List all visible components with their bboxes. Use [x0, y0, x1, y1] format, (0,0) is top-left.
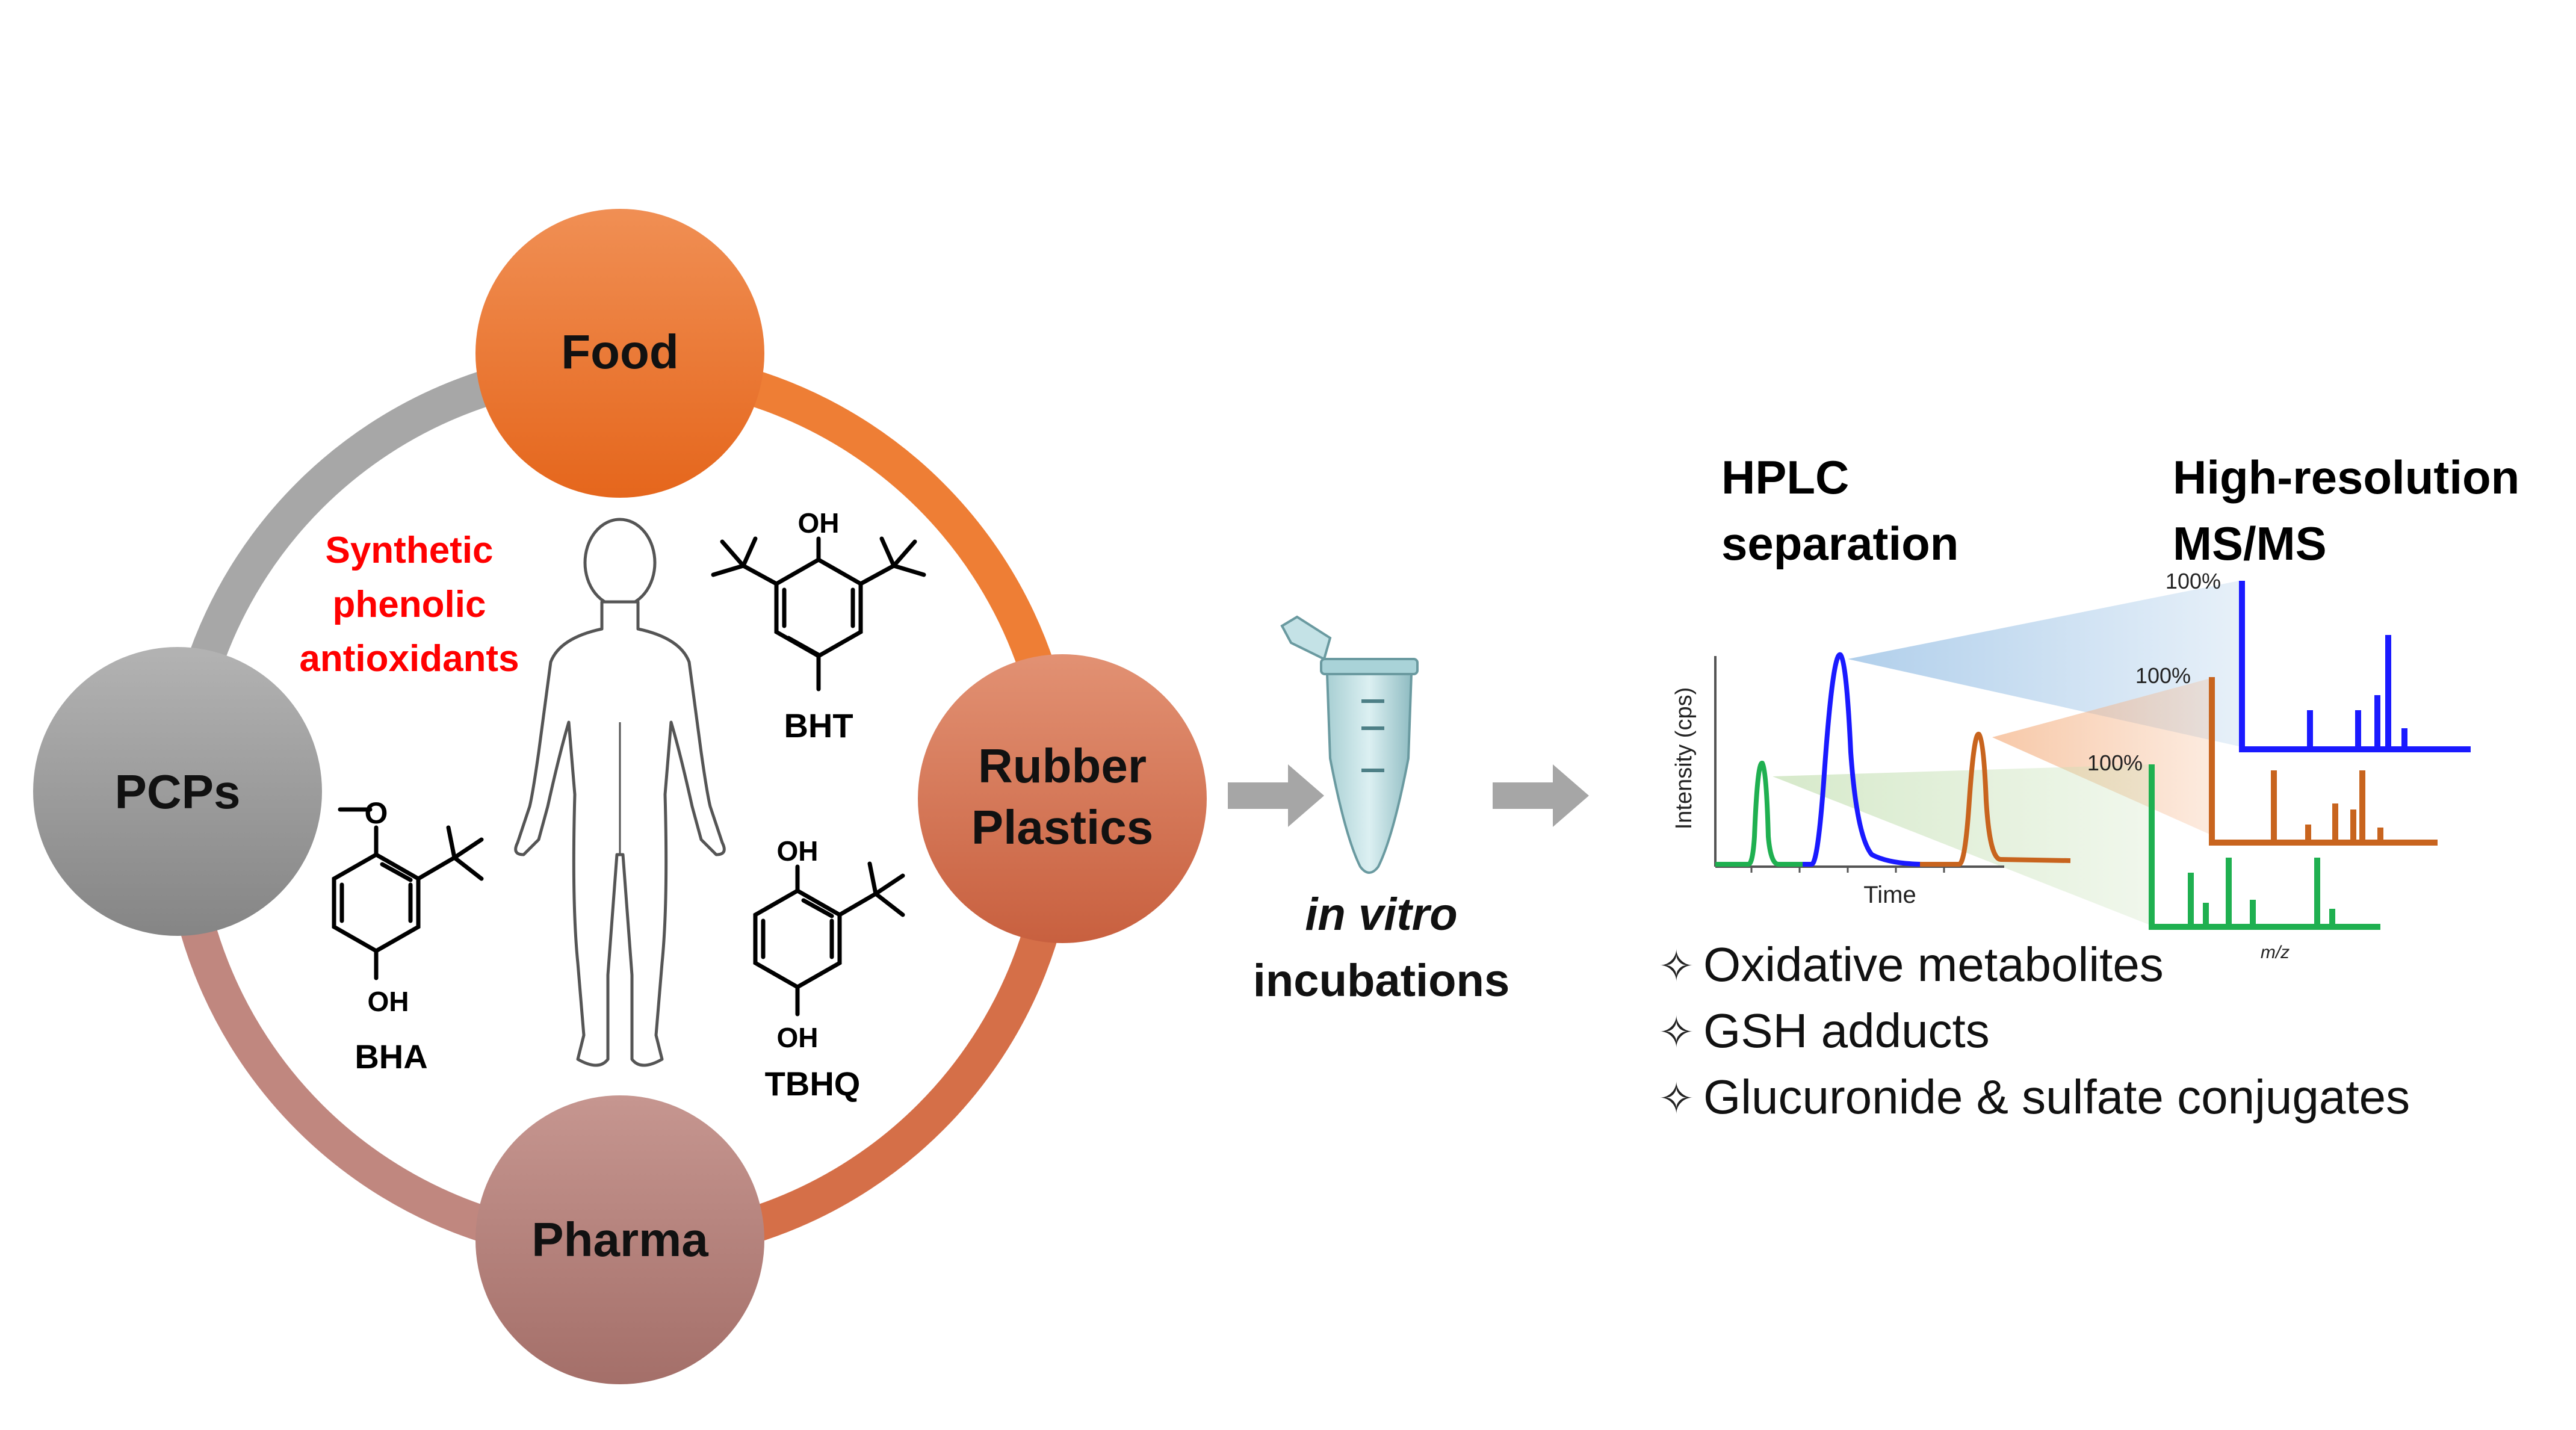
rubber-plastics-node: Rubber Plastics	[918, 654, 1207, 943]
metabolite-list: ✧ Oxidative metabolites ✧ GSH adducts ✧ …	[1658, 938, 2410, 1124]
bht-oh-label: OH	[798, 507, 840, 539]
ms-spectrum-orange	[2209, 677, 2438, 846]
hplc-title-line2: separation	[1721, 517, 1958, 570]
food-label: Food	[561, 325, 678, 379]
incubations-label: incubations	[1253, 955, 1509, 1006]
human-silhouette-icon	[514, 518, 726, 1067]
bha-name: BHA	[355, 1038, 427, 1076]
ms-title-line2: MS/MS	[2173, 517, 2327, 570]
bullet-text-1: Oxidative metabolites	[1703, 938, 2164, 991]
ms-spectrum-blue	[2239, 581, 2471, 752]
bht-name: BHT	[784, 707, 853, 744]
ms-green-percent: 100%	[2087, 751, 2143, 775]
hplc-trace-green	[1715, 760, 1809, 867]
hplc-chromatogram: Intensity (cps) Time	[1671, 652, 2071, 908]
hplc-trace-blue	[1803, 652, 1927, 867]
hplc-title-line1: HPLC	[1721, 451, 1849, 504]
pharma-node: Pharma	[475, 1095, 764, 1384]
ms-title-line1: High-resolution	[2173, 451, 2519, 504]
bha-oh-label: OH	[368, 986, 409, 1017]
in-vitro-label: in vitro	[1305, 889, 1457, 940]
bullet-text-2: GSH adducts	[1703, 1004, 1990, 1057]
arrow-to-incubation-icon	[1228, 764, 1324, 827]
bullet-symbol-2: ✧	[1658, 1009, 1694, 1057]
red-label-line2: phenolic	[333, 584, 486, 625]
hplc-ylabel: Intensity (cps)	[1671, 687, 1697, 830]
tbhq-name: TBHQ	[765, 1065, 861, 1103]
ms-xlabel: m/z	[2261, 942, 2290, 962]
red-label-line1: Synthetic	[325, 530, 493, 571]
beam-orange	[1992, 677, 2215, 837]
bullet-text-3: Glucuronide & sulfate conjugates	[1703, 1070, 2410, 1124]
bullet-symbol-1: ✧	[1658, 942, 1694, 991]
arrow-to-analysis-icon	[1493, 764, 1589, 827]
ms-orange-percent: 100%	[2135, 663, 2191, 688]
eppendorf-tube-icon	[1280, 615, 1419, 874]
tbhq-oh-bottom-label: OH	[777, 1022, 819, 1053]
bha-structure	[332, 807, 484, 980]
red-label-line3: antioxidants	[299, 638, 519, 679]
food-node: Food	[475, 209, 764, 498]
bullet-symbol-3: ✧	[1658, 1075, 1694, 1123]
synthetic-phenolic-antioxidants-label: Synthetic phenolic antioxidants	[299, 530, 519, 679]
ms-blue-percent: 100%	[2166, 569, 2221, 593]
pcps-label: PCPs	[115, 765, 241, 819]
rubber-label: Rubber	[978, 739, 1147, 793]
pharma-label: Pharma	[531, 1213, 708, 1266]
tbhq-oh-top-label: OH	[777, 835, 819, 867]
bht-structure	[711, 536, 926, 692]
pcps-node: PCPs	[33, 647, 322, 936]
hplc-trace-orange	[1920, 731, 2071, 867]
tbhq-structure	[753, 861, 905, 1017]
plastics-label: Plastics	[971, 800, 1153, 854]
bha-o-icon: O	[365, 796, 388, 830]
ms-spectrum-green	[2149, 764, 2380, 930]
hplc-xlabel: Time	[1863, 882, 1916, 908]
